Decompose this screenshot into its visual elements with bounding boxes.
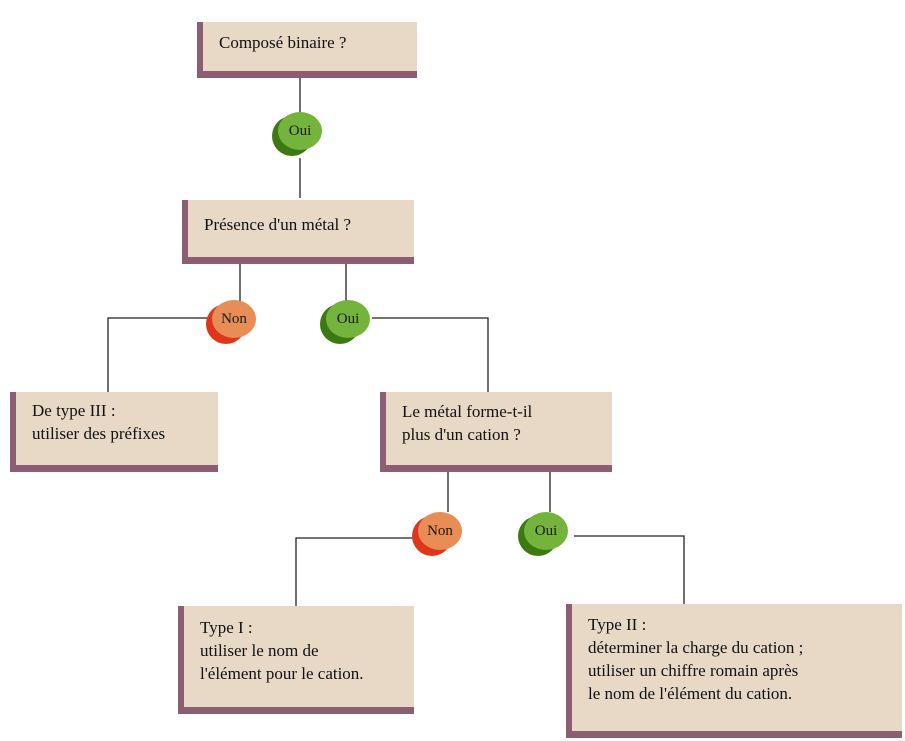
oui-label-1: Oui <box>278 112 322 150</box>
result-type-ii-line1: Type II : <box>588 615 647 634</box>
non-oval-2: Non <box>412 512 464 558</box>
result-type-ii: Type II : déterminer la charge du cation… <box>566 604 902 738</box>
oui-oval-2: Oui <box>320 300 372 346</box>
question-metal-cations: Le métal forme-t-il plus d'un cation ? <box>380 392 612 472</box>
result-type-i-line1: Type I : <box>200 618 253 637</box>
non-label-2: Non <box>418 512 462 550</box>
question-metal-cations-line1: Le métal forme-t-il <box>402 402 533 421</box>
result-type-iii-line2: utiliser des préfixes <box>32 424 166 443</box>
connector-oui-type2 <box>574 535 685 604</box>
result-type-iii-line1: De type III : <box>32 401 116 420</box>
result-type-ii-line2: déterminer la charge du cation ; <box>588 638 804 657</box>
connector-non-type1 <box>295 537 416 608</box>
non-oval-1: Non <box>206 300 258 346</box>
question-presence-metal: Présence d'un métal ? <box>182 200 414 264</box>
question-metal-cations-line2: plus d'un cation ? <box>402 425 521 444</box>
connector-non-type3 <box>107 317 214 392</box>
result-type-i-line3: l'élément pour le cation. <box>200 664 364 683</box>
oui-oval-1: Oui <box>272 112 324 158</box>
result-type-ii-line4: le nom de l'élément du cation. <box>588 684 793 703</box>
non-label-1: Non <box>212 300 256 338</box>
result-type-iii: De type III : utiliser des préfixes <box>10 392 218 472</box>
question-presence-metal-text: Présence d'un métal ? <box>204 215 352 234</box>
oui-oval-3: Oui <box>518 512 570 558</box>
oui-label-3: Oui <box>524 512 568 550</box>
result-type-i-line2: utiliser le nom de <box>200 641 319 660</box>
result-type-i: Type I : utiliser le nom de l'élément po… <box>178 606 414 714</box>
connector-oui-q3 <box>372 317 489 392</box>
question-compose-binaire: Composé binaire ? <box>197 22 417 78</box>
oui-label-2: Oui <box>326 300 370 338</box>
question-compose-binaire-text: Composé binaire ? <box>219 33 347 52</box>
result-type-ii-line3: utiliser un chiffre romain après <box>588 661 799 680</box>
